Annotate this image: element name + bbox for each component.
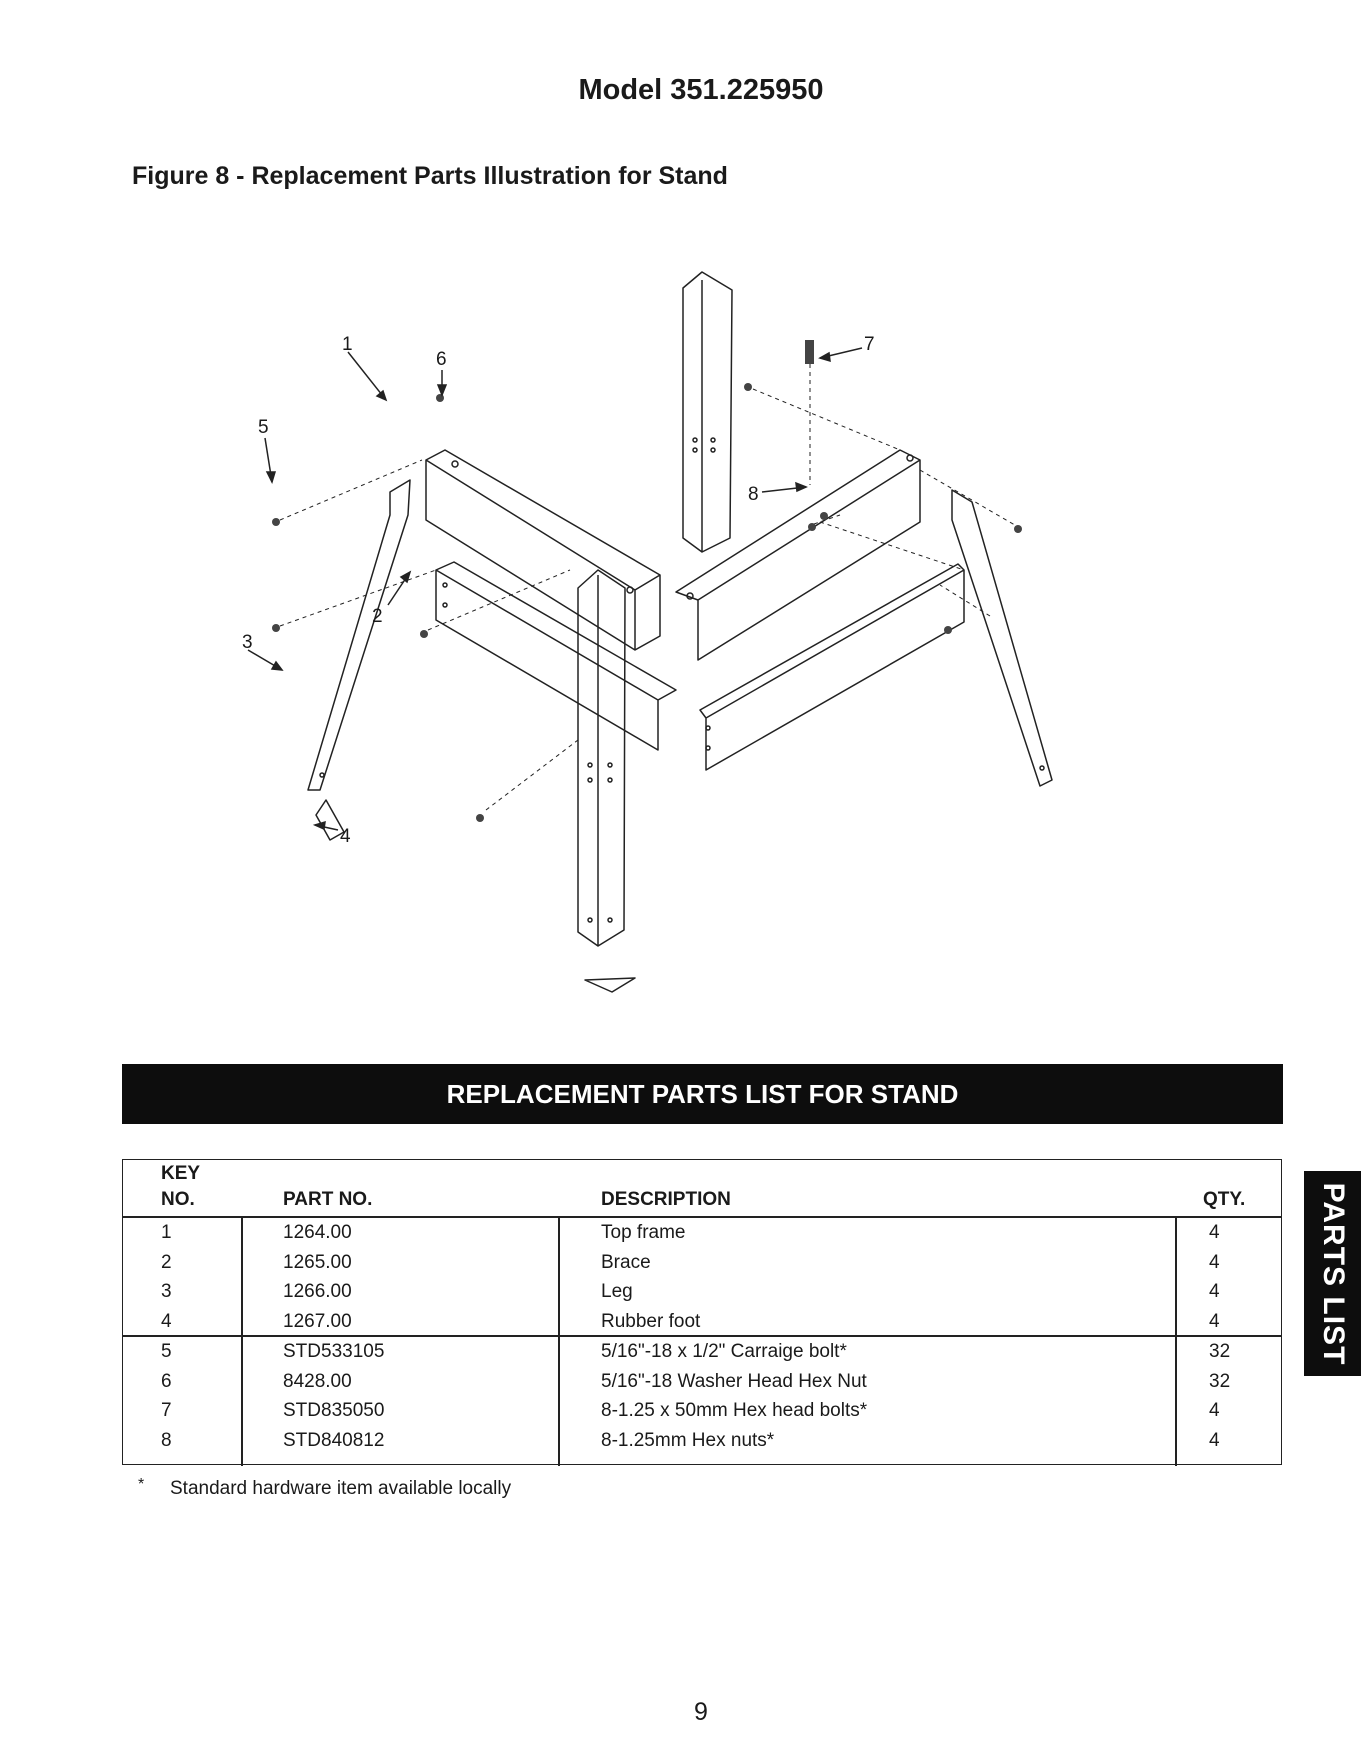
parts-list-banner: REPLACEMENT PARTS LIST FOR STAND xyxy=(122,1064,1283,1124)
row-description: Brace xyxy=(601,1252,651,1273)
row-part-no: 1266.00 xyxy=(283,1281,352,1302)
figure-title: Figure 8 - Replacement Parts Illustratio… xyxy=(132,162,728,190)
row-key: 4 xyxy=(161,1311,172,1332)
brace-left xyxy=(435,561,677,751)
row-description: 5/16"-18 Washer Head Hex Nut xyxy=(601,1371,867,1392)
col-divider-2 xyxy=(558,1216,560,1466)
row-part-no: 8428.00 xyxy=(283,1371,352,1392)
row-part-no: STD835050 xyxy=(283,1400,385,1421)
row-qty: 4 xyxy=(1209,1400,1220,1421)
row-description: 8-1.25mm Hex nuts* xyxy=(601,1430,775,1451)
row-key: 5 xyxy=(161,1341,172,1362)
row-key: 2 xyxy=(161,1252,172,1273)
row-part-no: 1265.00 xyxy=(283,1252,352,1273)
row-qty: 4 xyxy=(1209,1281,1220,1302)
footnote-text: Standard hardware item available locally xyxy=(170,1478,512,1499)
header-key-line2: NO. xyxy=(161,1189,195,1210)
rubber-foot-front xyxy=(584,977,636,993)
row-part-no: STD533105 xyxy=(283,1341,385,1362)
header-qty: QTY. xyxy=(1203,1189,1246,1210)
row-qty: 32 xyxy=(1209,1341,1231,1362)
group-divider xyxy=(123,1335,1281,1337)
row-qty: 4 xyxy=(1209,1222,1220,1243)
back-leg xyxy=(682,271,733,553)
footnote-mark: * xyxy=(138,1476,145,1493)
row-key: 7 xyxy=(161,1400,172,1421)
callout-3: 3 xyxy=(242,632,253,653)
row-qty: 4 xyxy=(1209,1430,1220,1451)
callout-8: 8 xyxy=(748,484,759,505)
callout-1: 1 xyxy=(342,334,353,355)
callout-7: 7 xyxy=(864,334,875,355)
header-divider xyxy=(123,1216,1281,1218)
row-description: 5/16"-18 x 1/2" Carraige bolt* xyxy=(601,1341,847,1362)
header-part-no: PART NO. xyxy=(283,1189,373,1210)
top-frame-left xyxy=(425,449,661,651)
row-part-no: 1264.00 xyxy=(283,1222,352,1243)
row-description: 8-1.25 x 50mm Hex head bolts* xyxy=(601,1400,868,1421)
rubber-foot-left xyxy=(315,799,345,841)
top-frame-right xyxy=(675,449,921,661)
callout-2: 2 xyxy=(372,606,383,627)
row-key: 3 xyxy=(161,1281,172,1302)
row-key: 6 xyxy=(161,1371,172,1392)
parts-table: KEY NO. PART NO. DESCRIPTION QTY. 1 1264.… xyxy=(122,1159,1282,1466)
stand-exploded-diagram: 1 6 5 7 8 2 3 4 xyxy=(242,271,1053,993)
callout-6: 6 xyxy=(436,349,447,370)
callout-labels: 1 6 5 7 8 2 3 4 xyxy=(242,334,875,847)
side-tab: PARTS LIST xyxy=(1304,1171,1361,1376)
right-leg xyxy=(951,489,1053,787)
callout-5: 5 xyxy=(258,417,269,438)
col-divider-1 xyxy=(241,1216,243,1466)
row-qty: 4 xyxy=(1209,1311,1220,1332)
row-qty: 32 xyxy=(1209,1371,1231,1392)
row-description: Rubber foot xyxy=(601,1311,701,1332)
callout-4: 4 xyxy=(340,826,351,847)
row-description: Leg xyxy=(601,1281,633,1302)
model-title: Model 351.225950 xyxy=(578,74,824,106)
header-description: DESCRIPTION xyxy=(601,1189,731,1210)
front-leg xyxy=(577,569,626,947)
left-leg xyxy=(307,479,411,791)
page-number: 9 xyxy=(694,1698,708,1726)
row-key: 1 xyxy=(161,1222,172,1243)
side-tab-label: PARTS LIST xyxy=(1316,1182,1350,1365)
row-description: Top frame xyxy=(601,1222,686,1243)
header-key-line1: KEY xyxy=(161,1163,201,1184)
col-divider-3 xyxy=(1175,1216,1177,1466)
row-part-no: STD840812 xyxy=(283,1430,385,1451)
brace-right xyxy=(699,563,965,771)
row-qty: 4 xyxy=(1209,1252,1220,1273)
row-part-no: 1267.00 xyxy=(283,1311,352,1332)
row-key: 8 xyxy=(161,1430,172,1451)
